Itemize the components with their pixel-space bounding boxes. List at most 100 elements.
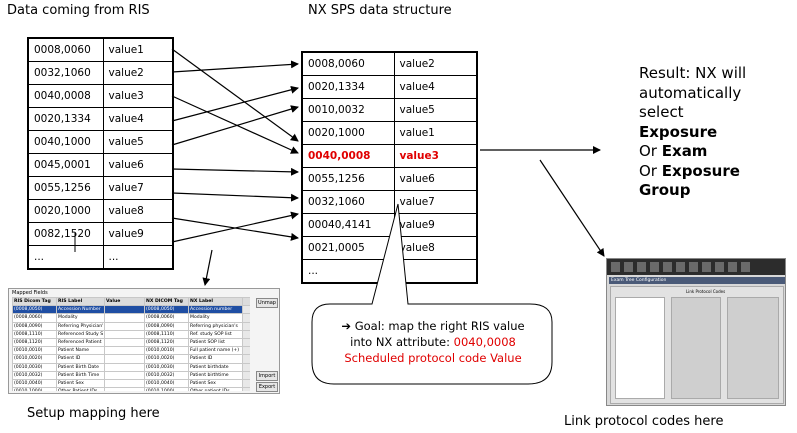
mapping-row[interactable]: (0010,1000)Other Patient IDs(0010,1000)O… bbox=[12, 387, 250, 391]
sps-tag-cell: 0010,0032 bbox=[301, 98, 395, 122]
mapping-cell: Other Patient IDs bbox=[56, 387, 105, 391]
scrollbar-track[interactable] bbox=[242, 378, 250, 389]
protocol-toolbar bbox=[607, 259, 785, 275]
sps-tag-cell: ... bbox=[301, 259, 395, 284]
scrollbar-track[interactable] bbox=[242, 321, 250, 331]
protocol-list-3[interactable] bbox=[727, 297, 779, 399]
mapping-cell: (0010,0010) bbox=[12, 346, 57, 356]
map-arrow-5 bbox=[171, 105, 299, 146]
mapping-cell: Full patient name (+) bbox=[188, 346, 243, 356]
mapping-cell: (0008,1110) bbox=[12, 329, 57, 339]
mapping-row[interactable]: (0008,0060)Modality(0008,0060)Modality bbox=[12, 313, 250, 323]
mapping-row[interactable]: (0010,0040)Patient Sex(0010,0040)Patient… bbox=[12, 378, 250, 389]
ris-value-cell: value2 bbox=[102, 61, 174, 85]
sps-value-cell: value4 bbox=[393, 75, 478, 99]
mapping-cell: (0008,0050) bbox=[12, 305, 57, 315]
protocol-list-2[interactable] bbox=[671, 297, 721, 399]
mapping-cell: Modality bbox=[188, 313, 243, 323]
sps-tag-cell: 0032,1060 bbox=[301, 190, 395, 214]
mapping-cell: Patient birthdate bbox=[188, 362, 243, 372]
ris-heading: Data coming from RIS bbox=[7, 3, 150, 18]
ris-value-cell: value7 bbox=[102, 176, 174, 200]
scrollbar-track[interactable] bbox=[242, 313, 250, 323]
scrollbar[interactable] bbox=[242, 297, 250, 307]
ris-value-cell: value8 bbox=[102, 199, 174, 223]
mapping-cell: Referenced Study S bbox=[56, 329, 105, 339]
ris-tag-cell: 0045,0001 bbox=[27, 153, 104, 177]
ris-value-cell: value3 bbox=[102, 84, 174, 108]
link-caption: Link protocol codes here bbox=[564, 414, 724, 429]
mapping-cell: Patient Sex bbox=[56, 378, 105, 389]
scrollbar-track[interactable] bbox=[242, 362, 250, 372]
mapping-cell bbox=[104, 370, 145, 380]
mapping-row[interactable]: (0010,0010)Patient Name(0010,0010)Full p… bbox=[12, 346, 250, 356]
sps-value-cell: value7 bbox=[393, 190, 478, 214]
result-text: Result: NX will automatically select Exp… bbox=[639, 64, 747, 199]
export-button[interactable]: Export bbox=[256, 382, 278, 392]
mapping-row[interactable]: (0008,0050)Accession Number(0008,0050)Ac… bbox=[12, 305, 250, 315]
mapping-cell: (0010,0040) bbox=[12, 378, 57, 389]
mapping-row[interactable]: (0008,1120)Referenced Patient(0008,1120)… bbox=[12, 337, 250, 348]
map-arrow-1 bbox=[171, 48, 299, 142]
mapping-cell: Patient SOP list bbox=[188, 337, 243, 348]
mapping-cell: Accession number bbox=[188, 305, 243, 315]
sps-tag-cell: 0055,1256 bbox=[301, 167, 395, 191]
mapping-row[interactable]: (0010,0020)Patient ID(0010,0020)Patient … bbox=[12, 354, 250, 364]
protocol-section-label: Link Protocol Codes bbox=[686, 289, 726, 294]
sps-value-cell: value6 bbox=[393, 167, 478, 191]
ris-value-cell: value4 bbox=[102, 107, 174, 131]
ris-tag-cell: 0082,1520 bbox=[27, 222, 104, 246]
mapping-cell: (0008,0060) bbox=[144, 313, 189, 323]
scrollbar-track[interactable] bbox=[242, 329, 250, 339]
ris-tag-cell: 0040,0008 bbox=[27, 84, 104, 108]
mapping-header-cell: NX Label bbox=[188, 297, 243, 307]
scrollbar-track[interactable] bbox=[242, 370, 250, 380]
map-arrow-3 bbox=[171, 95, 299, 154]
mapping-row[interactable]: (0008,1110)Referenced Study S(0008,1110)… bbox=[12, 329, 250, 339]
import-button[interactable]: Import bbox=[256, 371, 278, 381]
scrollbar-track[interactable] bbox=[242, 305, 250, 315]
unmap-button[interactable]: Unmap bbox=[256, 298, 278, 308]
protocol-title: Exam Tree Configuration bbox=[609, 277, 785, 284]
mapping-cell: (0010,0020) bbox=[144, 354, 189, 364]
link-arrow bbox=[539, 159, 605, 257]
mapping-cell bbox=[104, 354, 145, 364]
scrollbar-track[interactable] bbox=[242, 346, 250, 356]
mapping-cell: (0010,0040) bbox=[144, 378, 189, 389]
ris-tag-cell: 0020,1000 bbox=[27, 199, 104, 223]
ris-tag-cell: 0020,1334 bbox=[27, 107, 104, 131]
mapping-cell: Referenced Patient bbox=[56, 337, 105, 348]
ris-value-cell: value9 bbox=[102, 222, 174, 246]
ris-row: ...... bbox=[27, 245, 174, 270]
ris-value-cell: value6 bbox=[102, 153, 174, 177]
protocol-screenshot: Exam Tree Configuration Link Protocol Co… bbox=[606, 258, 786, 406]
scrollbar-track[interactable] bbox=[242, 354, 250, 364]
protocol-list-1[interactable] bbox=[615, 297, 665, 399]
mapping-cell: (0010,0020) bbox=[12, 354, 57, 364]
mapping-cell: Patient ID bbox=[56, 354, 105, 364]
mapping-cell bbox=[104, 387, 145, 391]
sps-value-cell: value9 bbox=[393, 213, 478, 237]
mapping-cell: (0010,0030) bbox=[12, 362, 57, 372]
mapping-header-cell: Value bbox=[104, 297, 145, 307]
scrollbar-track[interactable] bbox=[242, 387, 250, 391]
mapping-row[interactable]: (0010,0030)Patient Birth Date(0010,0030)… bbox=[12, 362, 250, 372]
mapping-header-cell: RIS Label bbox=[56, 297, 105, 307]
mapping-row[interactable]: (0008,0090)Referring Physician'(0008,009… bbox=[12, 321, 250, 331]
mapping-row[interactable]: (0010,0032)Patient Birth Time(0010,0032)… bbox=[12, 370, 250, 380]
mapping-cell: (0010,1000) bbox=[12, 387, 57, 391]
mapping-cell: Patient ID bbox=[188, 354, 243, 364]
mapping-cell bbox=[104, 329, 145, 339]
scrollbar-track[interactable] bbox=[242, 337, 250, 348]
